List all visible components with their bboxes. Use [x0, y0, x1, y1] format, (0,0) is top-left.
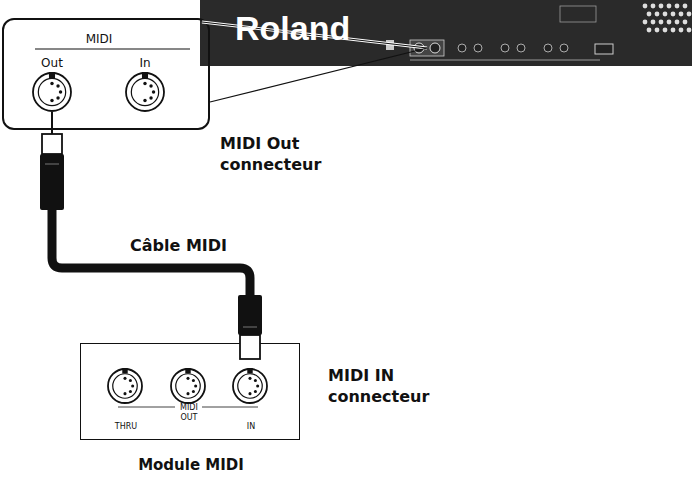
din-pin: [152, 90, 155, 93]
din-pin: [186, 392, 189, 395]
din-pin: [194, 384, 197, 387]
port-name: THRU: [115, 422, 137, 431]
din-socket-inner: [38, 78, 65, 105]
din-pin: [59, 90, 62, 93]
din-pin: [254, 390, 257, 393]
din-notch: [185, 368, 190, 373]
plug-body: [40, 154, 64, 210]
din-pin: [131, 384, 134, 387]
din-pin: [149, 96, 152, 99]
din-pin: [248, 392, 251, 395]
plug-grip: [45, 164, 59, 165]
din-pin: [56, 96, 59, 99]
din-socket: [33, 73, 71, 111]
din-pin: [50, 99, 53, 102]
din-pin: [192, 379, 195, 382]
group-rule: [118, 407, 175, 408]
callout-label: MIDI Out connecteur: [220, 134, 330, 176]
connector-group-title: MIDI: [86, 33, 113, 47]
plug-lead: [51, 112, 53, 134]
midi-module-box: Module MIDITHRUMIDIOUTIN: [80, 343, 300, 440]
din-pin: [256, 384, 259, 387]
din-socket: [108, 369, 142, 403]
callout-box: MIDI Out In: [2, 18, 210, 130]
cable: [52, 200, 250, 298]
port-name: OUT: [180, 413, 197, 422]
din-socket-inner: [238, 374, 262, 398]
din-pin: [56, 84, 59, 87]
din-pin: [186, 377, 189, 380]
din-pin: [248, 377, 251, 380]
plug-grip: [243, 327, 257, 328]
heading-rule: [35, 48, 190, 49]
din-notch: [142, 72, 148, 78]
din-pin: [123, 392, 126, 395]
plug-head: [42, 134, 62, 154]
din-socket-inner: [176, 374, 200, 398]
port-name: In: [139, 57, 150, 71]
module-caption: Module MIDI: [138, 457, 244, 474]
group-rule: [202, 407, 258, 408]
din-pin: [129, 379, 132, 382]
port-name: Out: [41, 57, 63, 71]
keyboard-rear-panel: Roland: [200, 0, 692, 66]
din-pin: [129, 390, 132, 393]
din-socket: [126, 73, 164, 111]
din-socket-inner: [131, 78, 158, 105]
plug-head: [240, 335, 260, 359]
din-pin: [123, 377, 126, 380]
din-pin: [50, 82, 53, 85]
din-pin: [192, 390, 195, 393]
din-socket-inner: [113, 374, 137, 398]
din-notch: [49, 72, 55, 78]
cable-label: Câble MIDI: [130, 236, 227, 257]
plug-body: [238, 295, 262, 335]
din-socket: [233, 369, 267, 403]
din-pin: [143, 82, 146, 85]
din-pin: [143, 99, 146, 102]
din-pin: [254, 379, 257, 382]
din-notch: [247, 368, 252, 373]
brand-logo: Roland: [235, 9, 350, 48]
port-name: MIDI: [180, 403, 198, 412]
callout-label: MIDI IN connecteur: [328, 366, 438, 408]
din-socket: [171, 369, 205, 403]
din-pin: [149, 84, 152, 87]
din-notch: [122, 368, 127, 373]
port-name: IN: [247, 422, 255, 431]
